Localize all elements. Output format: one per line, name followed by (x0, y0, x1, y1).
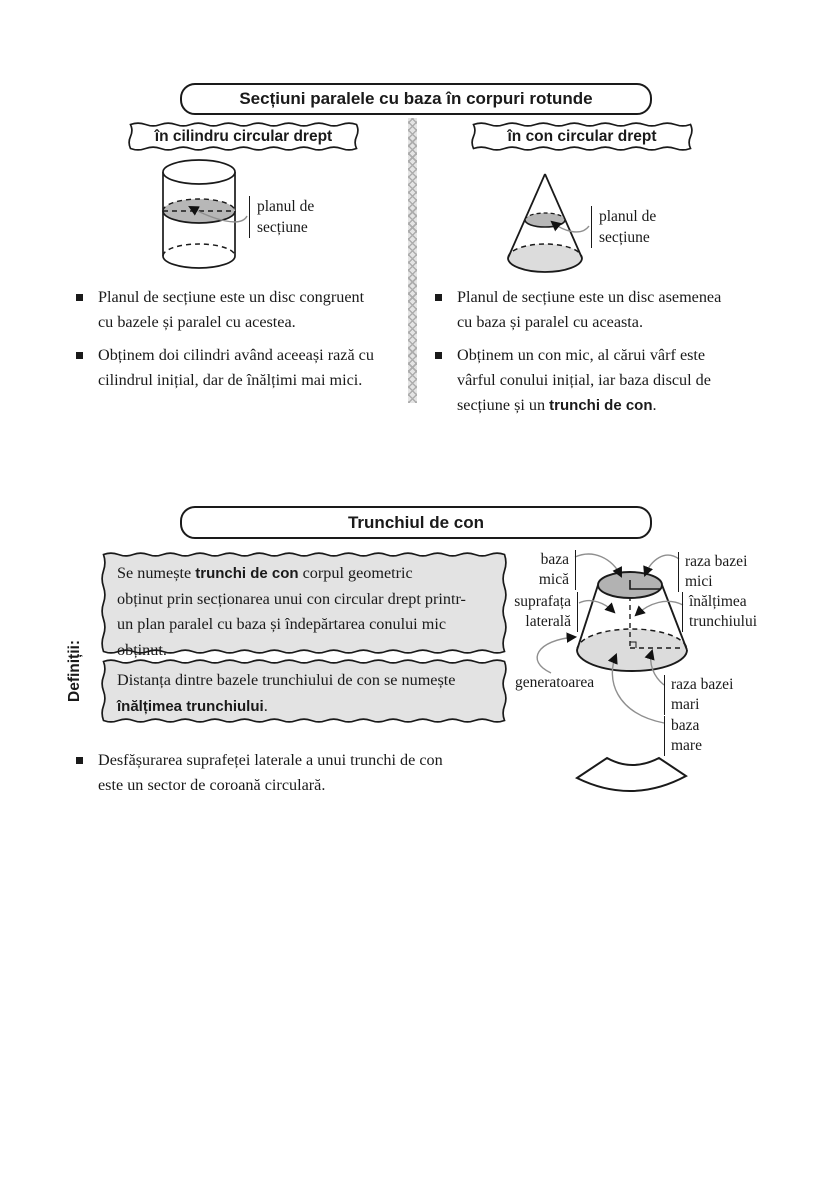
label-raza-bazei-mici: raza bazei mici (678, 552, 769, 592)
definition-line: obținut prin secționarea unui con circul… (117, 589, 466, 608)
label-inaltimea-trunchiului: înălțimea trunchiului (682, 592, 781, 632)
plane-of-section-label: planul de secțiune (249, 196, 337, 238)
definition-line: obținut. (117, 640, 167, 659)
definition-text: Se numește (117, 564, 196, 582)
note-line: secțiune și un trunchi de con. (457, 393, 786, 418)
note-line: Planul de secțiune este un disc asemenea (457, 288, 722, 306)
definition-line: înălțimea trunchiului. (117, 694, 492, 720)
page-title-text: Secțiuni paralele cu baza în corpuri rot… (239, 89, 593, 108)
note-line: vârful conului inițial, iar baza discul … (457, 371, 711, 389)
note-line: cilindrul inițial, dar de înălțimi mai m… (98, 371, 363, 389)
cone-drawing (507, 173, 590, 273)
cone-notes: Planul de secțiune este un disc asemenea… (434, 285, 786, 426)
note-line: cu bazele și paralel cu acestea. (98, 313, 296, 331)
note-line: cu baza și paralel cu aceasta. (457, 313, 644, 331)
note-line: Planul de secțiune este un disc congruen… (98, 288, 365, 306)
big-base (577, 629, 687, 671)
note-line: Obținem un con mic, al cărui vârf este (457, 346, 706, 364)
frustum-drawing (536, 553, 688, 792)
note-line: este un sector de coroană circulară. (98, 776, 326, 794)
label-baza-mare: baza mare (664, 716, 731, 756)
label-raza-bazei-mari: raza bazei mari (664, 675, 755, 715)
frustum-figure: baza mică suprafața laterală raza bazei … (514, 545, 815, 817)
list-item: Desfășurarea suprafeței laterale a unui … (75, 748, 515, 798)
cylinder-notes: Planul de secțiune este un disc congruen… (75, 285, 427, 401)
definitions-sidebar-label: Definiții: (66, 640, 83, 702)
header-cylinder: în cilindru circular drept (127, 121, 360, 152)
list-item: Obținem un con mic, al cărui vârf este v… (434, 343, 786, 418)
note-line: Obținem doi cilindri având aceeași rază … (98, 346, 374, 364)
note-text: secțiune și un (457, 396, 550, 414)
definition-line: un plan paralel cu baza și îndepărtarea … (117, 615, 446, 633)
crown-sector (574, 756, 688, 792)
list-item: Planul de secțiune este un disc congruen… (75, 285, 427, 335)
definition-box-inaltime: Distanța dintre bazele trunchiului de co… (100, 658, 508, 724)
cone-figure: planul de secțiune (460, 158, 720, 300)
note-line: Desfășurarea suprafeței laterale a unui … (98, 751, 443, 769)
definition-line: Distanța dintre bazele trunchiului de co… (117, 671, 456, 689)
header-cylinder-text: în cilindru circular drept (154, 127, 333, 145)
term-trunchi-de-con: trunchi de con (195, 565, 299, 582)
section-title-text: Trunchiul de con (347, 512, 484, 532)
label-baza-mica: baza mică (517, 550, 576, 590)
list-item: Planul de secțiune este un disc asemenea… (434, 285, 786, 335)
term-trunchi-de-con: trunchi de con (549, 397, 653, 414)
definition-box-trunchi: Se numește trunchi de con corpul geometr… (100, 551, 508, 659)
frustum-note: Desfășurarea suprafeței laterale a unui … (75, 748, 515, 806)
definition-text: . (263, 696, 268, 715)
plane-of-section-label: planul de secțiune (591, 206, 679, 248)
section-title: Trunchiul de con (180, 506, 652, 539)
definition-text: corpul geometric (298, 564, 413, 582)
list-item: Obținem doi cilindri având aceeași rază … (75, 343, 427, 393)
note-text: . (652, 396, 657, 414)
term-inaltimea-trunchiului: înălțimea trunchiului (117, 697, 264, 715)
label-suprafata-laterala: suprafața laterală (501, 592, 578, 632)
definition-line: Se numește trunchi de con corpul geometr… (117, 561, 492, 587)
header-cone-text: în con circular drept (507, 127, 657, 145)
header-cone: în con circular drept (470, 121, 694, 152)
label-generatoarea: generatoarea (515, 674, 595, 691)
cone-base (508, 244, 582, 272)
cylinder-drawing (162, 159, 248, 269)
column-divider (408, 118, 417, 403)
page-title: Secțiuni paralele cu baza în corpuri rot… (180, 83, 652, 115)
cylinder-figure: planul de secțiune (130, 158, 380, 290)
